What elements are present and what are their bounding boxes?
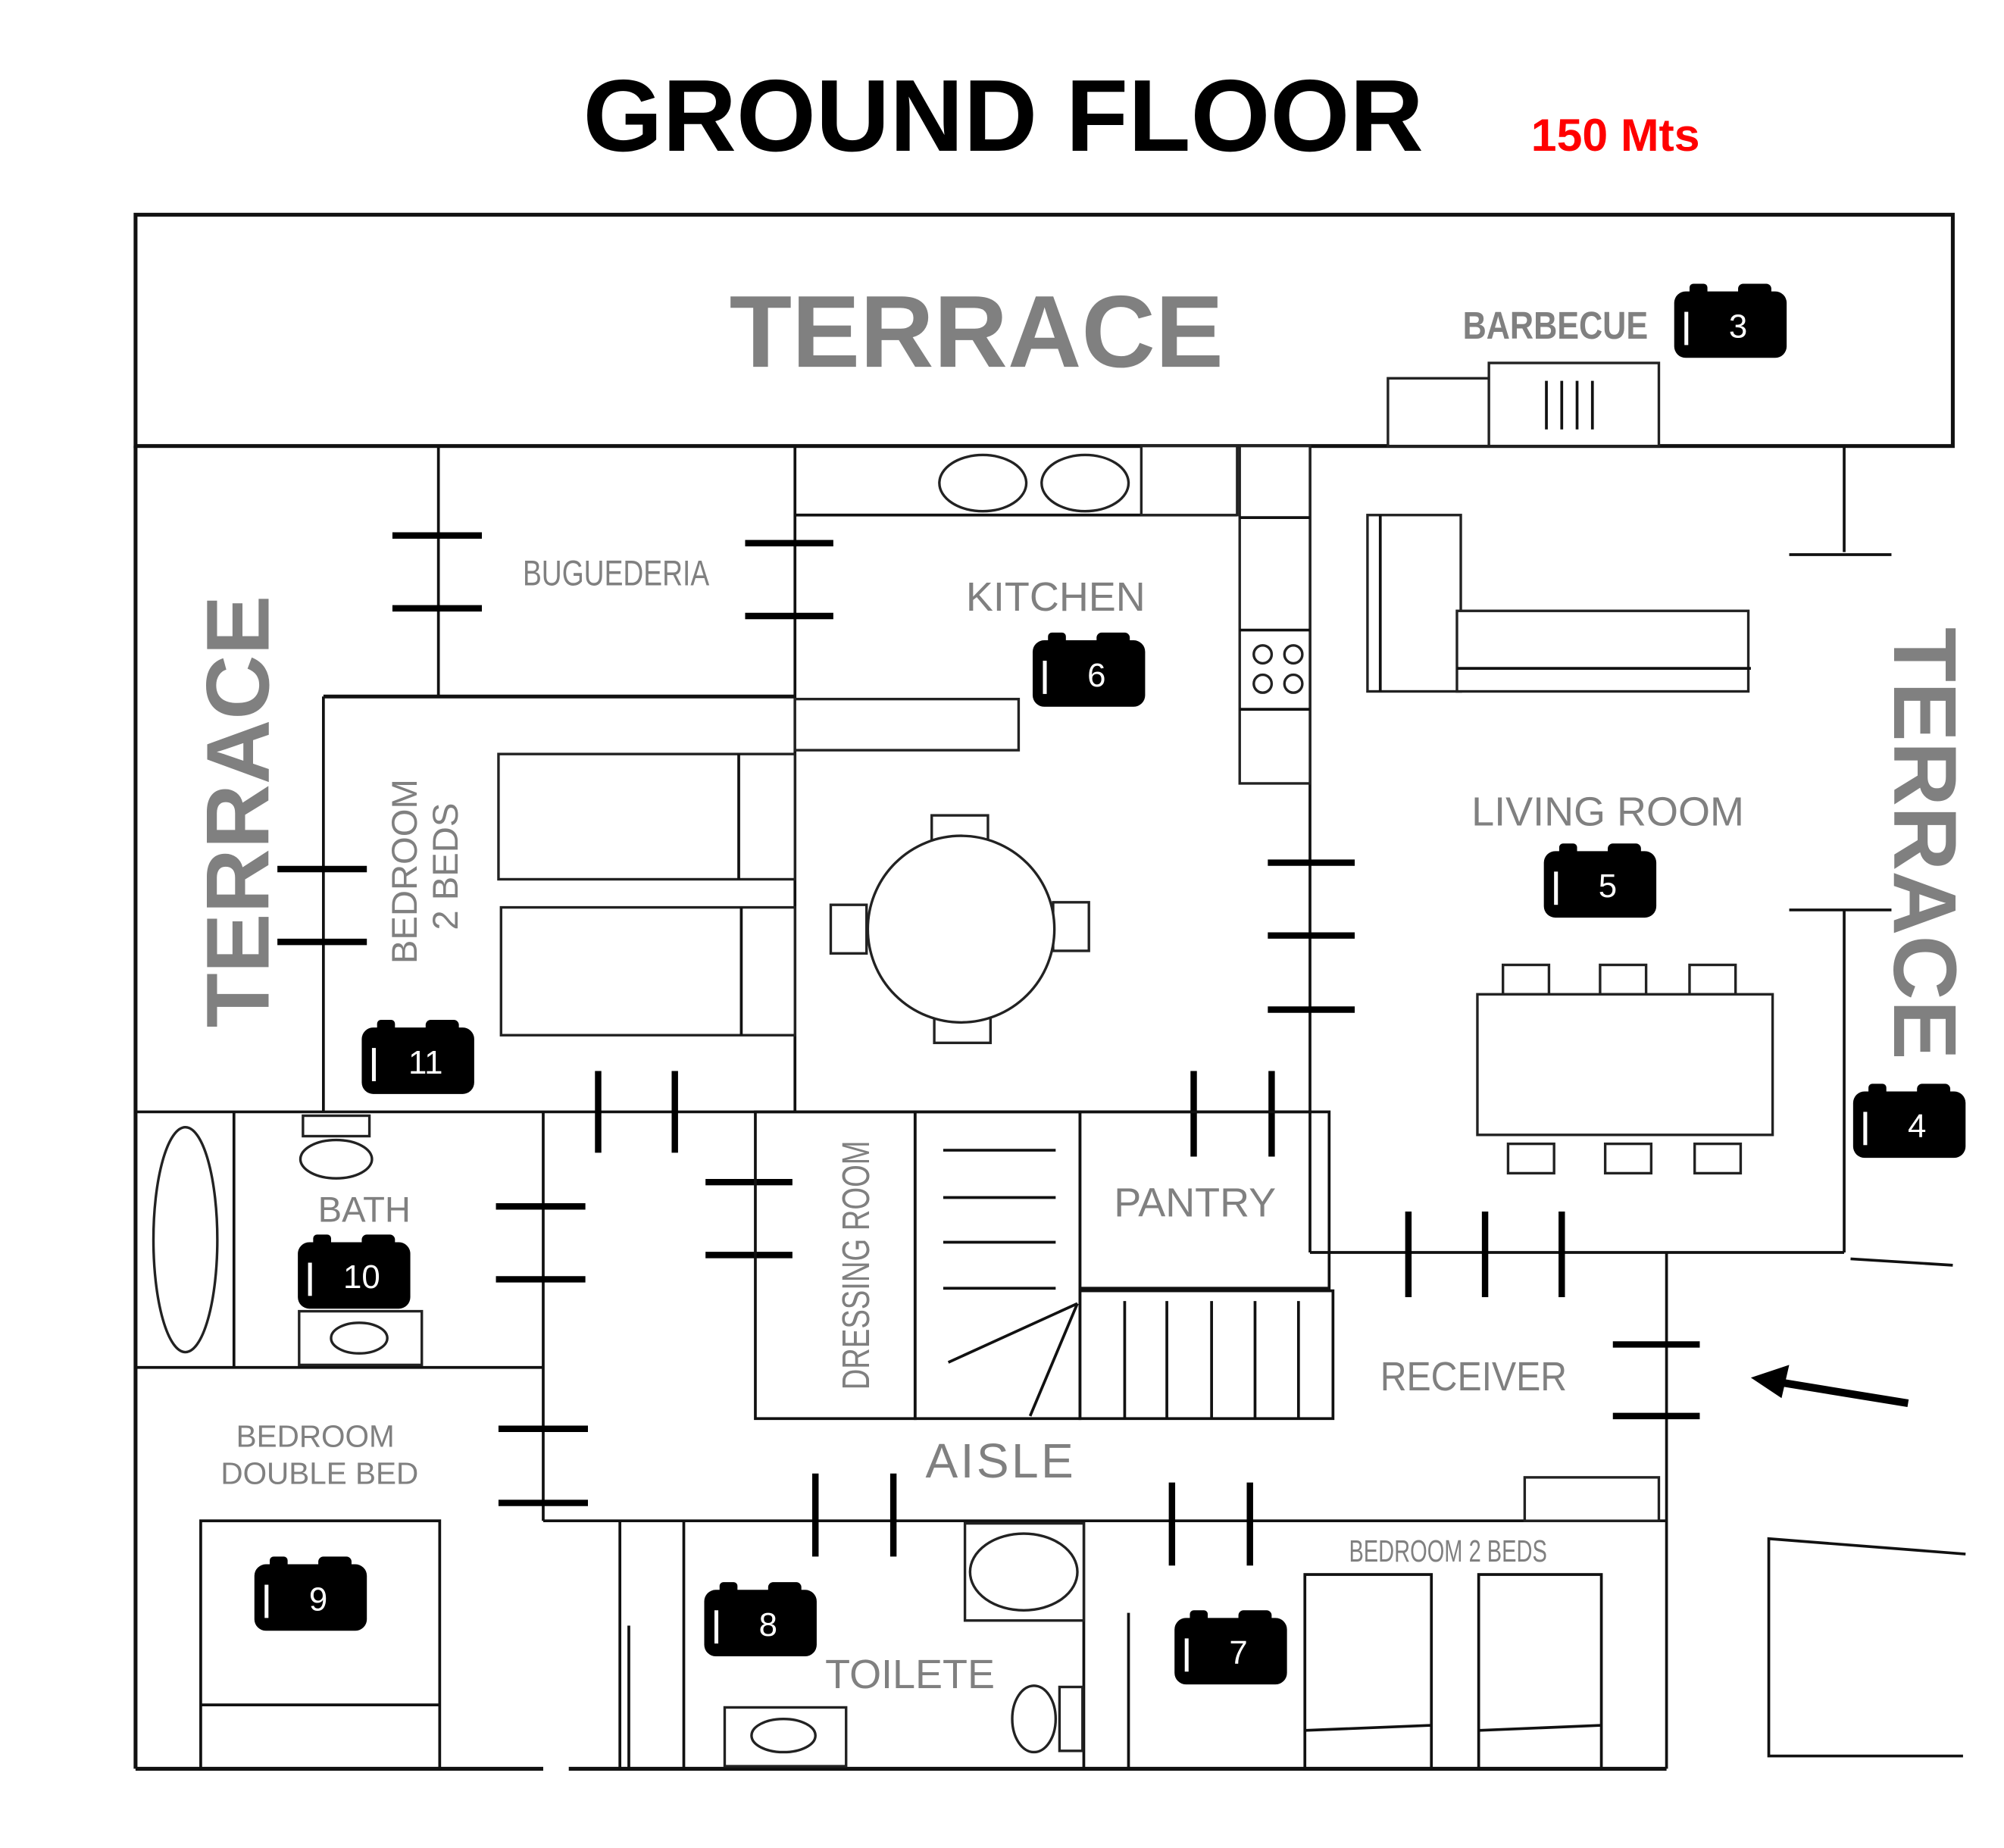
camera-icon-4[interactable]: 4 — [1852, 1083, 1966, 1159]
living-room: LIVING ROOM — [1366, 514, 1774, 1175]
living-room-label: LIVING ROOM — [1471, 790, 1744, 835]
stove-icon — [1252, 644, 1304, 694]
camera-number: 6 — [1087, 657, 1105, 694]
page-title: GROUND FLOOR — [583, 58, 1424, 173]
camera-number: 5 — [1599, 868, 1617, 905]
camera-number: 3 — [1729, 308, 1747, 345]
dining-table-round — [829, 814, 1090, 1045]
toilete: TOILETE — [723, 1521, 1086, 1768]
terrace-top: TERRACE BARBECUE — [133, 212, 1955, 449]
terrace-left-label: TERRACE — [188, 596, 288, 1028]
area-label: 150 Mts — [1531, 109, 1700, 161]
walls — [133, 446, 1966, 1771]
receiver-label: RECEIVER — [1380, 1354, 1567, 1399]
dressing-stairs-pantry: DRESSING ROOM PANTRY — [754, 1110, 1335, 1421]
camera-icon-5[interactable]: 5 — [1543, 843, 1657, 918]
bedroom-double: BEDROOM DOUBLE BED — [199, 1418, 442, 1771]
barbecue-label: BARBECUE — [1463, 304, 1649, 347]
kitchen-label: KITCHEN — [966, 574, 1146, 620]
dressing-room-label: DRESSING ROOM — [834, 1140, 877, 1390]
bedroom-double-line2: DOUBLE BED — [220, 1456, 418, 1490]
camera-icon-7[interactable]: 7 — [1174, 1610, 1287, 1685]
pantry-label: PANTRY — [1114, 1180, 1276, 1226]
entrance-arrow-icon — [1750, 1365, 1909, 1408]
buguederia-label: BUGUEDERIA — [523, 554, 710, 594]
camera-icon-10[interactable]: 10 — [298, 1234, 411, 1309]
camera-icon-9[interactable]: 9 — [254, 1556, 367, 1631]
aisle-label: AISLE — [926, 1434, 1077, 1488]
camera-number: 7 — [1229, 1634, 1247, 1671]
camera-number: 4 — [1908, 1108, 1926, 1145]
camera-number: 11 — [408, 1044, 443, 1081]
camera-icon-11[interactable]: 11 — [361, 1020, 474, 1094]
barbecue-grill — [1387, 361, 1661, 448]
bedroom-double-line1: BEDROOM — [236, 1418, 395, 1453]
bedroom-2-beds-bottom-label: BEDROOM 2 BEDS — [1349, 1534, 1546, 1568]
camera-icon-8[interactable]: 8 — [704, 1582, 817, 1656]
bath: BATH — [152, 1114, 424, 1367]
camera-icon-6[interactable]: 6 — [1032, 632, 1146, 707]
camera-number: 10 — [343, 1259, 380, 1296]
kitchen: KITCHEN — [793, 444, 1312, 1045]
bedroom-2-beds-label: BEDROOM 2 BEDS — [385, 769, 466, 964]
bedroom-upper: BEDROOM 2 BEDS — [385, 752, 796, 1037]
doors — [277, 532, 1700, 1566]
toilete-label: TOILETE — [825, 1652, 995, 1697]
dining-table — [1476, 963, 1774, 1175]
camera-number: 9 — [309, 1581, 327, 1618]
camera-icon-3[interactable]: 3 — [1674, 283, 1787, 358]
bedroom-double-label: BEDROOM DOUBLE BED — [220, 1418, 418, 1490]
bedroom-2-beds-line1: BEDROOM — [385, 779, 425, 964]
bath-label: BATH — [318, 1190, 411, 1230]
terrace-top-label: TERRACE — [730, 274, 1224, 389]
bedroom-lower: BEDROOM 2 BEDS — [1303, 1476, 1661, 1771]
bedroom-2-beds-line2: 2 BEDS — [426, 803, 466, 930]
terrace-right-label: TERRACE — [1874, 627, 1974, 1060]
camera-number: 8 — [759, 1606, 777, 1643]
